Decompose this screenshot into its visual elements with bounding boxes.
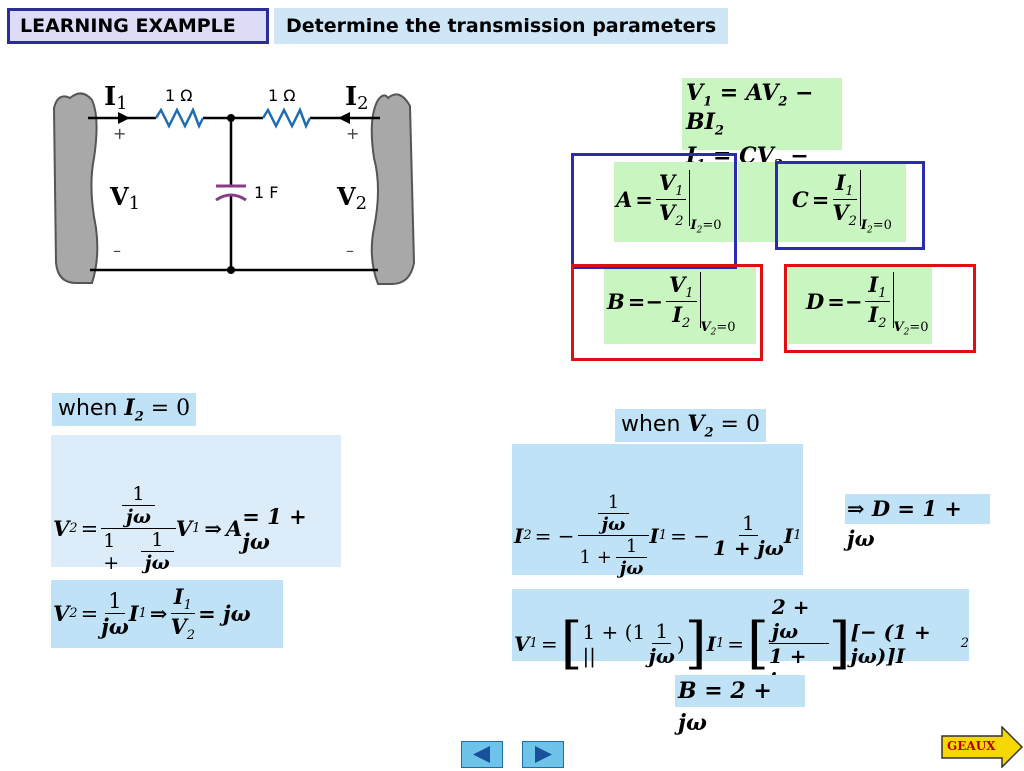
- arrow-i2: [338, 112, 350, 124]
- param-d-def: D=− I1 I2 V2=0: [806, 272, 929, 338]
- param-c-def: C= I1 V2 I2=0: [792, 170, 892, 236]
- arrow-left-icon: [473, 746, 490, 763]
- right-d-result: ⇒ D = 1 + jω: [845, 494, 990, 551]
- port-1-blob: [52, 92, 99, 284]
- plus-port1: +: [113, 124, 127, 143]
- right-b-result: B = 2 + jω: [675, 675, 805, 736]
- param-d-box: [788, 266, 932, 344]
- label-v2: V2: [337, 182, 368, 214]
- label-v1: V1: [110, 182, 141, 214]
- param-spacer: [738, 162, 778, 242]
- resistor-1: [154, 106, 205, 130]
- next-button[interactable]: [522, 741, 564, 768]
- badge-text: LEARNING EXAMPLE: [20, 15, 236, 37]
- label-r2: 1 Ω: [268, 86, 296, 105]
- transmission-equations: V1 = AV2 − BI2 I1 = CV2 − DI2: [682, 78, 842, 202]
- node-bottom: [227, 266, 235, 274]
- when-v2-zero: when V2 = 0: [615, 409, 766, 443]
- minus-port1: –: [113, 241, 121, 260]
- page-title-text: Determine the transmission parameters: [286, 15, 717, 37]
- geaux-arrow-icon: [941, 726, 1024, 768]
- param-c-box: [778, 162, 906, 242]
- minus-port2: –: [346, 241, 354, 260]
- label-i1: I1: [104, 82, 128, 114]
- geaux-label: GEAUX: [947, 739, 996, 753]
- equation-v1: V1 = AV2 − BI2: [686, 80, 814, 139]
- arrow-right-icon: [535, 746, 552, 763]
- arrow-i1: [118, 112, 130, 124]
- label-i2: I2: [345, 82, 369, 114]
- param-b-box: [604, 266, 756, 344]
- param-c-outline: [775, 161, 925, 250]
- param-a-def: A= V1 V2 I2=0: [616, 170, 722, 236]
- page-title: Determine the transmission parameters: [274, 8, 729, 44]
- capacitor-bottom-plate: [215, 193, 247, 202]
- two-port-circuit: [52, 92, 416, 285]
- learning-example-badge: LEARNING EXAMPLE: [7, 8, 269, 44]
- geaux-button[interactable]: GEAUX: [940, 726, 1024, 768]
- prev-button[interactable]: [461, 741, 503, 768]
- node-top: [227, 114, 235, 122]
- port-2-blob: [370, 93, 416, 285]
- plus-port2: +: [346, 124, 360, 143]
- param-b-def: B=− V1 I2 V2=0: [607, 272, 736, 338]
- param-a-box: [614, 162, 734, 242]
- label-cap: 1 F: [254, 183, 279, 202]
- when-i2-zero: when I2 = 0: [52, 393, 197, 427]
- resistor-2: [261, 106, 312, 130]
- label-r1: 1 Ω: [165, 86, 193, 105]
- param-b-outline: [571, 264, 763, 361]
- param-a-outline: [571, 153, 737, 269]
- param-d-outline: [784, 264, 976, 353]
